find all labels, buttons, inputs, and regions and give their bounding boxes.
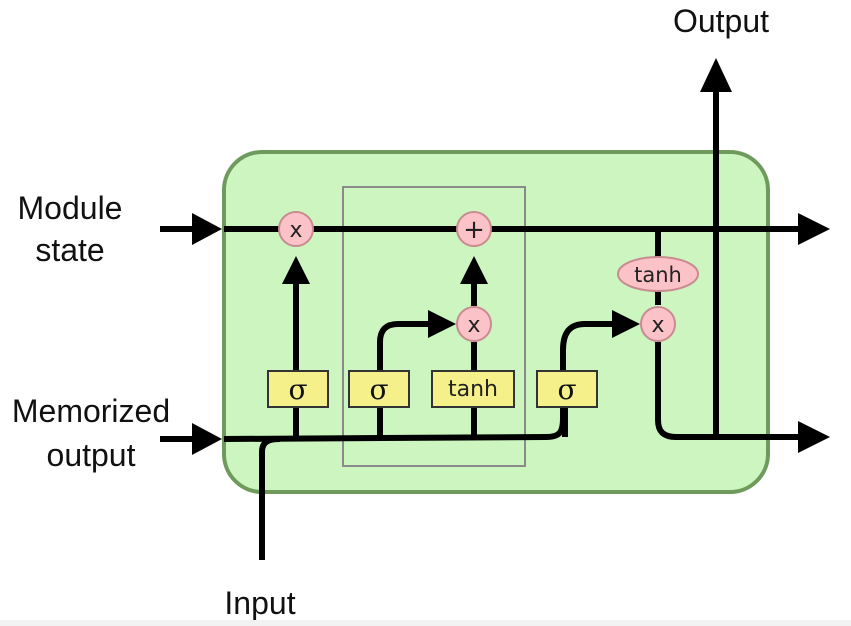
input-gate-highlight [342, 186, 526, 467]
output-gate: σ [536, 370, 598, 408]
state-add-op: + [456, 211, 492, 247]
output-multiply-symbol: x [651, 313, 664, 338]
connection-lines [223, 90, 800, 560]
memorized-output-label-line2: output [47, 437, 136, 473]
memorized-output-label-line1: Memorized [12, 393, 170, 429]
state-add-symbol: + [463, 215, 485, 245]
module-state-label-line1: Module [18, 190, 123, 226]
state-tanh-op: tanh [617, 256, 699, 292]
candidate-gate: tanh [431, 370, 515, 408]
module-state-label-line2: state [35, 232, 104, 268]
output-multiply-op: x [640, 306, 676, 342]
arrowheads [160, 58, 830, 455]
input-multiply-op: x [456, 306, 492, 342]
output-label: Output [673, 3, 769, 39]
input-multiply-symbol: x [467, 313, 480, 338]
forget-multiply-op: x [278, 211, 314, 247]
input-gate-label: σ [369, 373, 388, 406]
forget-gate-label: σ [288, 373, 307, 406]
forget-gate: σ [267, 370, 329, 408]
candidate-gate-label: tanh [448, 377, 498, 402]
output-gate-label: σ [557, 373, 576, 406]
input-label: Input [224, 585, 295, 621]
bottom-strip [0, 620, 851, 626]
input-gate: σ [348, 370, 410, 408]
state-tanh-label: tanh [634, 263, 682, 287]
forget-multiply-symbol: x [289, 218, 302, 243]
